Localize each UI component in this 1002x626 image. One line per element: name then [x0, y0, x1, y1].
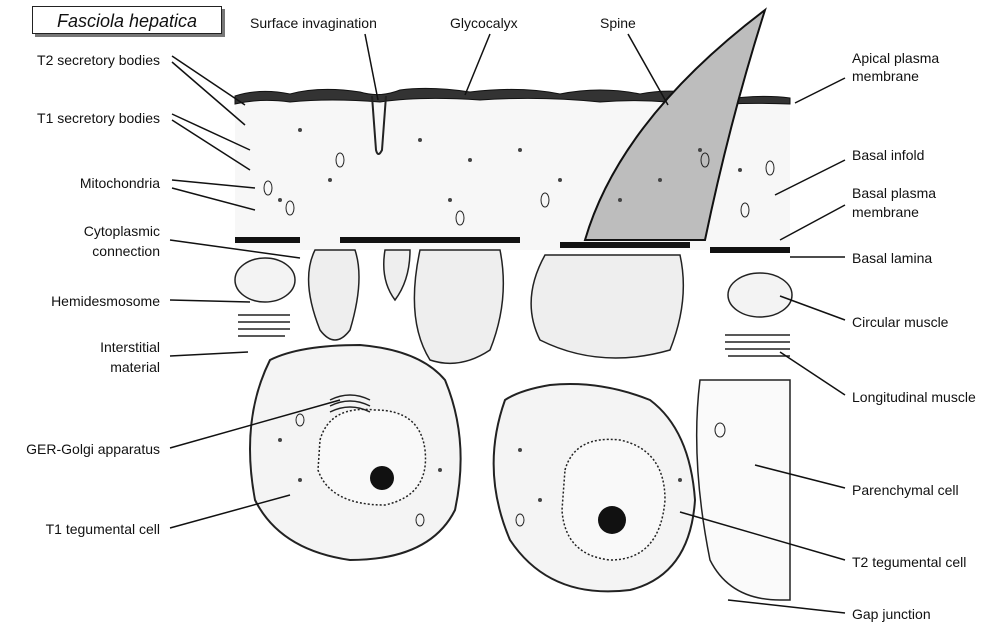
label-basal-plasma-membrane-line2: membrane [852, 203, 919, 221]
cytoplasmic-connection-4 [531, 255, 683, 358]
label-gap-junction: Gap junction [852, 605, 931, 623]
label-surface-invagination: Surface invagination [250, 14, 377, 32]
label-mitochondria: Mitochondria [18, 174, 160, 192]
t2-nucleolus [598, 506, 626, 534]
label-t1-secretory-bodies: T1 secretory bodies [18, 109, 160, 127]
label-basal-lamina: Basal lamina [852, 249, 932, 267]
label-spine: Spine [600, 14, 636, 32]
label-t2-secretory-bodies: T2 secretory bodies [18, 51, 160, 69]
label-t2-tegumental-cell: T2 tegumental cell [852, 553, 966, 571]
label-hemidesmosome: Hemidesmosome [18, 292, 160, 310]
label-interstitial-line2: material [18, 358, 160, 376]
cytoplasmic-connection-3 [414, 250, 503, 363]
muscle-right [725, 273, 792, 356]
parenchymal-cell [697, 380, 790, 600]
muscle-left [235, 258, 295, 336]
label-longitudinal-muscle: Longitudinal muscle [852, 388, 976, 406]
label-parenchymal-cell: Parenchymal cell [852, 481, 959, 499]
label-interstitial-line1: Interstitial [18, 338, 160, 356]
t1-nucleus [318, 409, 426, 505]
label-cytoplasmic-connection-line1: Cytoplasmic [18, 222, 160, 240]
cytoplasmic-connection-2 [384, 250, 410, 300]
t1-nucleolus [370, 466, 394, 490]
label-basal-infold: Basal infold [852, 146, 924, 164]
cytoplasmic-connection-1 [309, 250, 359, 340]
label-apical-plasma-membrane-line1: Apical plasma [852, 49, 939, 67]
label-cytoplasmic-connection-line2: connection [18, 242, 160, 260]
label-circular-muscle: Circular muscle [852, 313, 948, 331]
t2-nucleus [562, 439, 665, 560]
label-apical-plasma-membrane-line2: membrane [852, 67, 919, 85]
label-basal-plasma-membrane-line1: Basal plasma [852, 184, 936, 202]
label-ger-golgi: GER-Golgi apparatus [0, 440, 160, 458]
label-t1-tegumental-cell: T1 tegumental cell [18, 520, 160, 538]
label-glycocalyx: Glycocalyx [450, 14, 518, 32]
